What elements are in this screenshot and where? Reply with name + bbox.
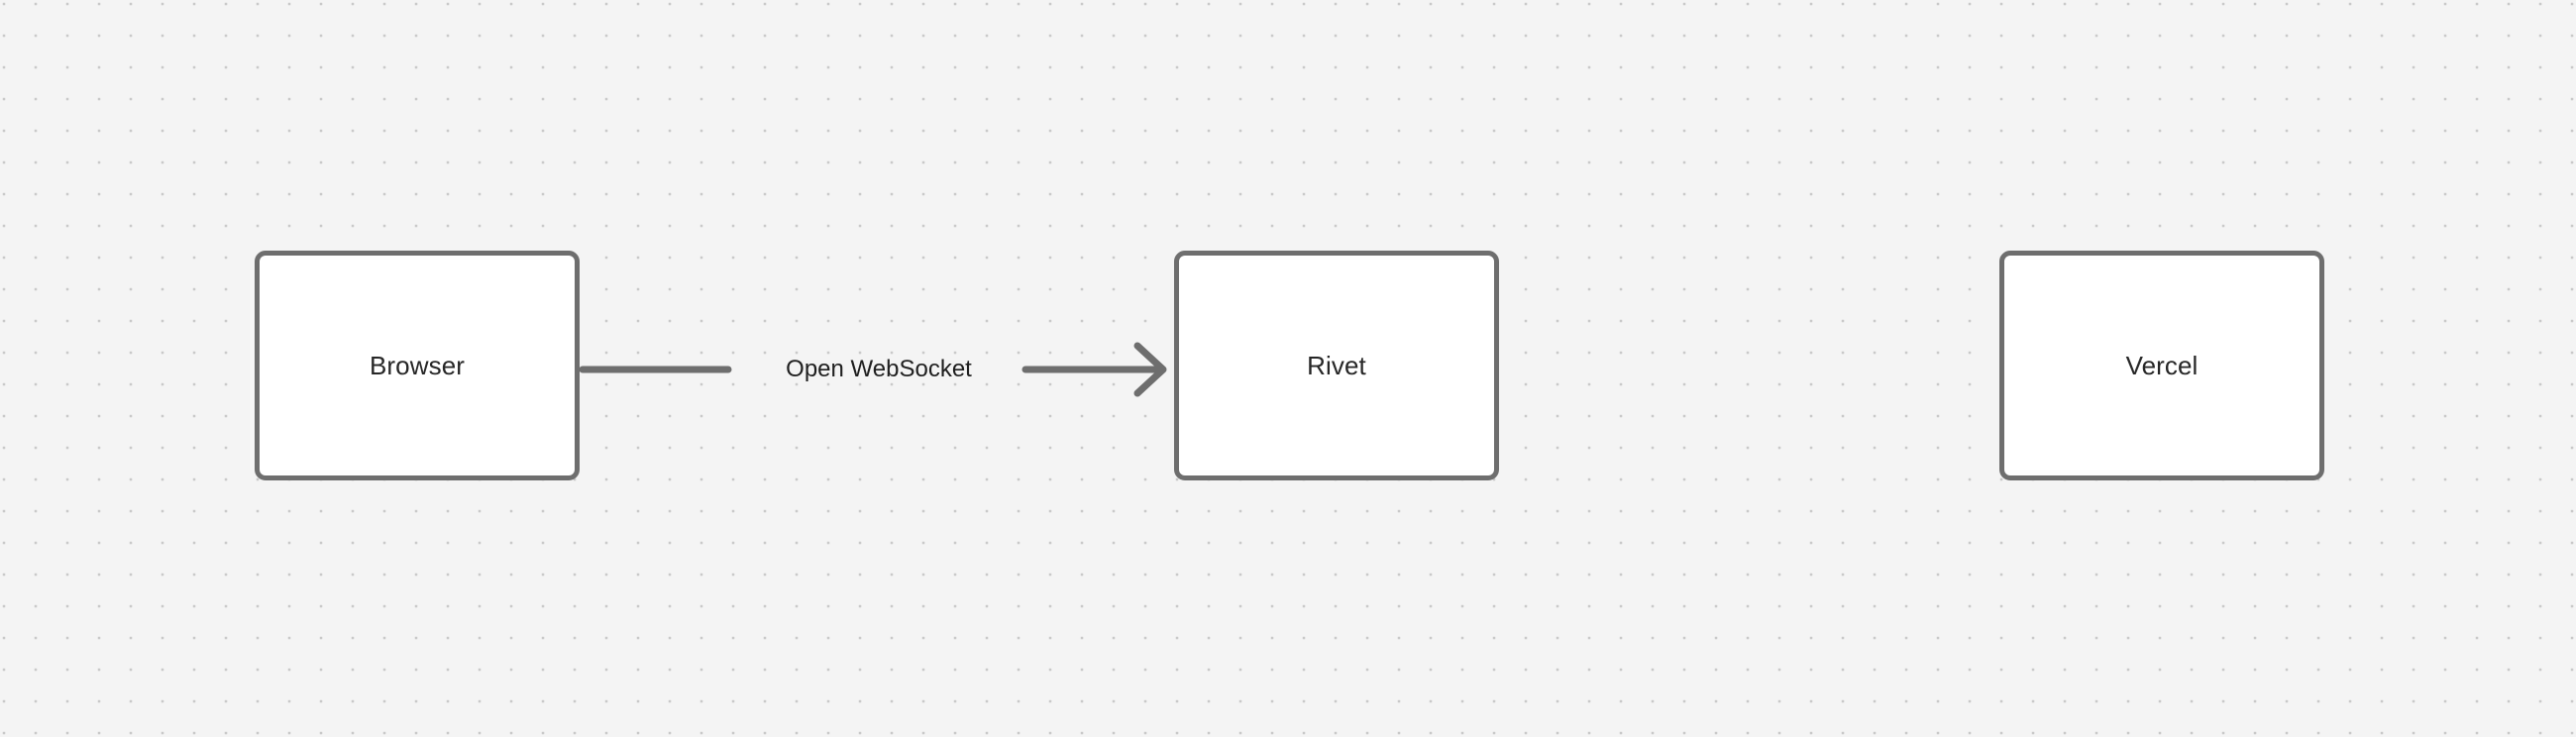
edge-label-open-websocket: Open WebSocket bbox=[786, 356, 972, 382]
node-vercel-label: Vercel bbox=[2125, 351, 2199, 380]
node-rivet[interactable]: Rivet bbox=[1174, 251, 1499, 480]
node-browser[interactable]: Browser bbox=[255, 251, 580, 480]
node-rivet-label: Rivet bbox=[1307, 351, 1366, 380]
arrowhead-icon bbox=[1133, 342, 1167, 397]
node-vercel[interactable]: Vercel bbox=[1999, 251, 2324, 480]
node-browser-label: Browser bbox=[369, 351, 466, 380]
